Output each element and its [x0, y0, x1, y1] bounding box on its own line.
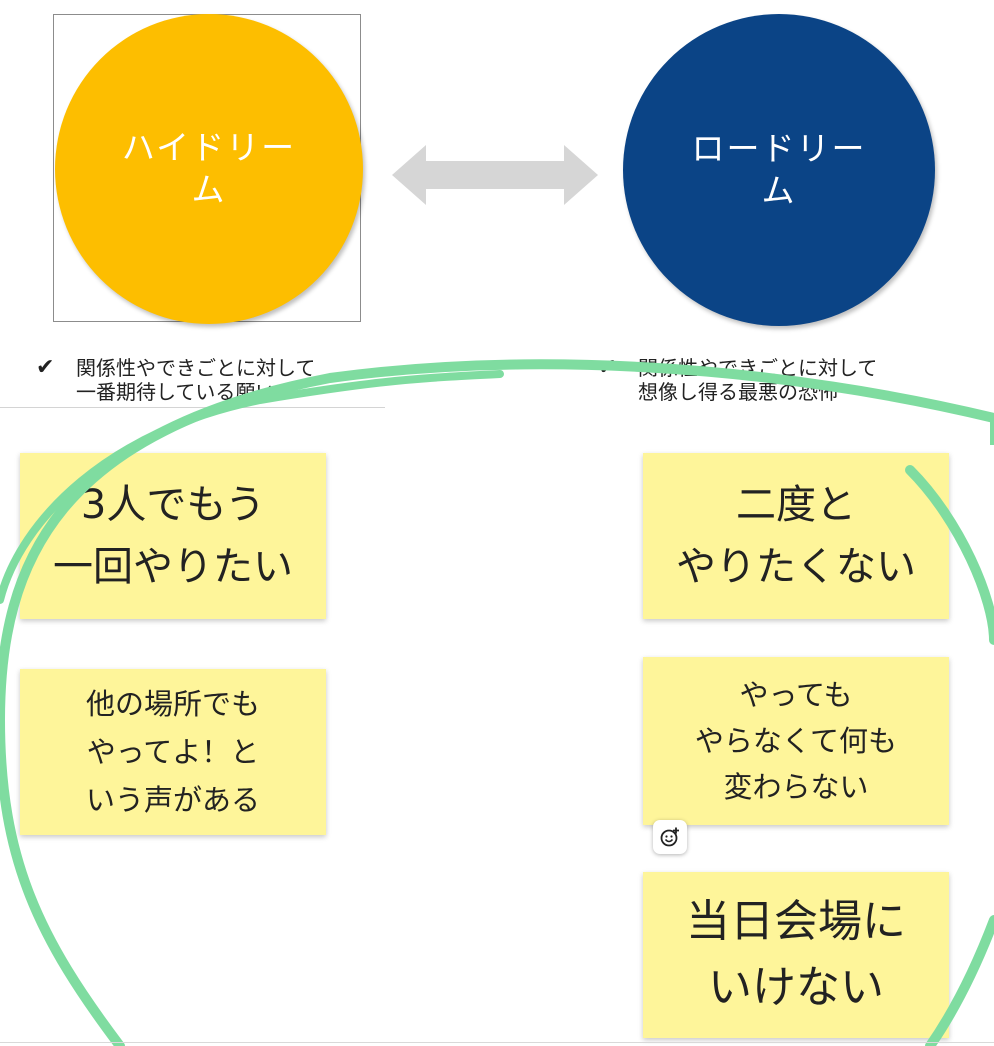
high-dream-description: ✔ 関係性やできごとに対して 一番期待している願い	[36, 355, 396, 405]
low-dream-label: ロードリー ム	[691, 129, 867, 210]
low-dream-description: ✔ 関係性やできごとに対して 想像し得る最悪の恐怖	[598, 355, 978, 405]
high-dream-label: ハイドリー ム	[121, 128, 297, 209]
sticky-note[interactable]: 当日会場に いけない	[643, 872, 949, 1038]
add-reaction-icon	[660, 827, 679, 847]
sticky-note[interactable]: 3人でもう 一回やりたい	[20, 453, 326, 619]
sticky-note[interactable]: やっても やらなくて何も 変わらない	[643, 657, 949, 825]
high-dream-circle[interactable]: ハイドリー ム	[55, 14, 363, 324]
double-arrow-icon[interactable]	[392, 145, 598, 205]
check-icon: ✔	[598, 355, 617, 380]
divider	[0, 407, 385, 408]
low-dream-circle[interactable]: ロードリー ム	[623, 14, 935, 326]
low-dream-description-text: 関係性やできごとに対して 想像し得る最悪の恐怖	[638, 356, 878, 404]
check-icon: ✔	[36, 355, 55, 380]
high-dream-description-text: 関係性やできごとに対して 一番期待している願い	[76, 356, 316, 404]
add-reaction-button[interactable]	[653, 820, 687, 854]
sticky-note[interactable]: 他の場所でも やってよ！と いう声がある	[20, 669, 326, 835]
sticky-note[interactable]: 二度と やりたくない	[643, 453, 949, 619]
canvas-bottom-edge	[0, 1042, 994, 1043]
